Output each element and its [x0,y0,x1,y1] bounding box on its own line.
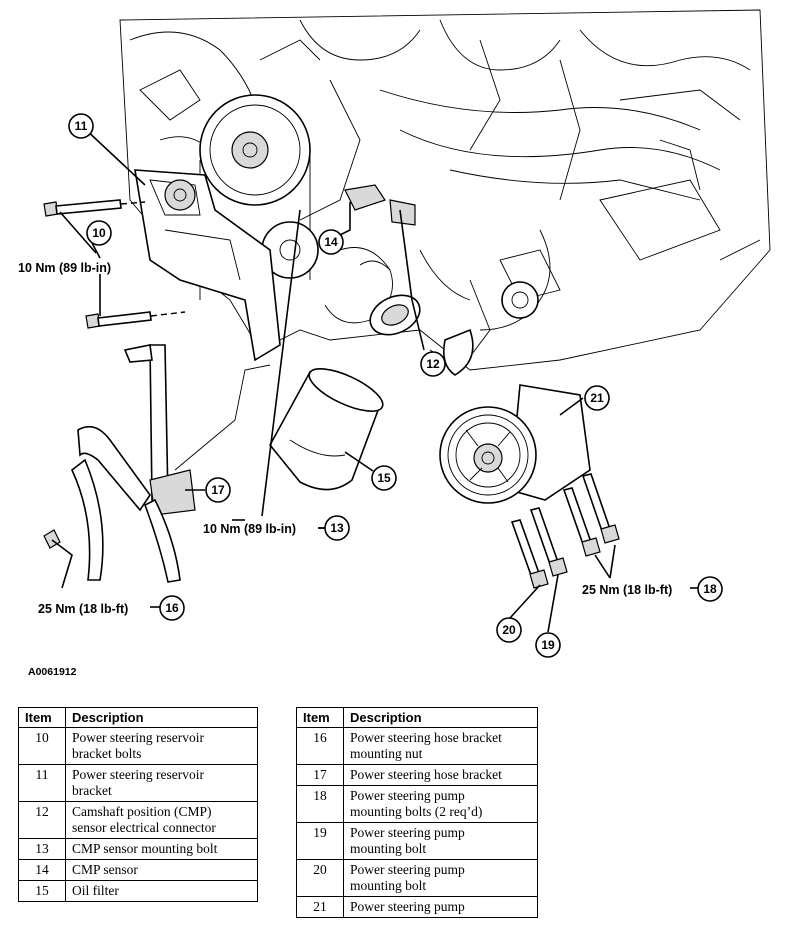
svg-text:19: 19 [541,638,555,652]
callout-10: 10 [86,220,112,246]
svg-text:21: 21 [590,391,604,405]
item-description: Oil filter [65,880,258,902]
header-item: Item [18,707,66,728]
item-number: 11 [18,764,66,802]
svg-text:20: 20 [502,623,516,637]
callout-11: 11 [68,113,94,139]
legend-header: Item Description [18,707,258,728]
item-number: 10 [18,727,66,765]
legend-table-right: Item Description 16 Power steering hose … [296,707,538,918]
item-number: 21 [296,896,344,918]
svg-text:15: 15 [377,471,391,485]
item-description: Camshaft position (CMP)sensor electrical… [65,801,258,839]
svg-text:16: 16 [165,601,179,615]
item-number: 14 [18,859,66,881]
callout-12: 12 [420,351,446,377]
callout-13: 13 [324,515,350,541]
legend-table-left: Item Description 10 Power steering reser… [18,707,258,902]
header-description: Description [343,707,538,728]
svg-text:14: 14 [324,235,338,249]
pump-mounting-bolts-art [510,473,620,589]
svg-text:13: 13 [330,521,344,535]
oil-filter-art [269,368,384,491]
torque-label-10: 10 Nm (89 lb-in) [18,261,111,275]
leader-lines [51,126,698,633]
callout-14: 14 [318,229,344,255]
torque-label-16: 25 Nm (18 lb-ft) [38,602,128,616]
header-description: Description [65,707,258,728]
torque-label-18: 25 Nm (18 lb-ft) [582,583,672,597]
figure-id: A0061912 [28,666,77,678]
table-row: 15 Oil filter [18,880,258,902]
svg-text:12: 12 [426,357,440,371]
callout-21: 21 [584,385,610,411]
item-number: 16 [296,727,344,765]
table-row: 17 Power steering hose bracket [296,764,538,786]
table-row: 14 CMP sensor [18,859,258,881]
torque-label-13: 10 Nm (89 lb-in) [203,522,296,536]
item-description: CMP sensor mounting bolt [65,838,258,860]
svg-text:11: 11 [75,119,88,133]
item-number: 17 [296,764,344,786]
item-number: 13 [18,838,66,860]
engine-block-art [119,9,771,376]
item-number: 18 [296,785,344,823]
item-number: 20 [296,859,344,897]
table-row: 12 Camshaft position (CMP)sensor electri… [18,801,258,839]
item-number: 19 [296,822,344,860]
callout-15: 15 [371,465,397,491]
table-row: 21 Power steering pump [296,896,538,918]
item-number: 15 [18,880,66,902]
power-steering-pump-art [439,384,591,504]
svg-text:18: 18 [703,582,717,596]
callout-18: 18 [697,576,723,602]
item-description: Power steering pump [343,896,538,918]
item-description: CMP sensor [65,859,258,881]
reservoir-bracket-bolts-art [43,199,186,329]
engine-diagram: 10 10 Nm (89 lb-in) 11 12 13 10 Nm (89 l… [18,9,771,658]
power-steering-hose-art [43,344,271,583]
callout-17: 17 [205,477,231,503]
svg-text:10: 10 [92,226,106,240]
callout-20: 20 [496,617,522,643]
header-item: Item [296,707,344,728]
callout-19: 19 [535,632,561,658]
table-row: 13 CMP sensor mounting bolt [18,838,258,860]
callout-16: 16 [159,595,185,621]
legend-header: Item Description [296,707,538,728]
item-number: 12 [18,801,66,839]
svg-text:17: 17 [211,483,225,497]
item-description: Power steering hose bracket [343,764,538,786]
